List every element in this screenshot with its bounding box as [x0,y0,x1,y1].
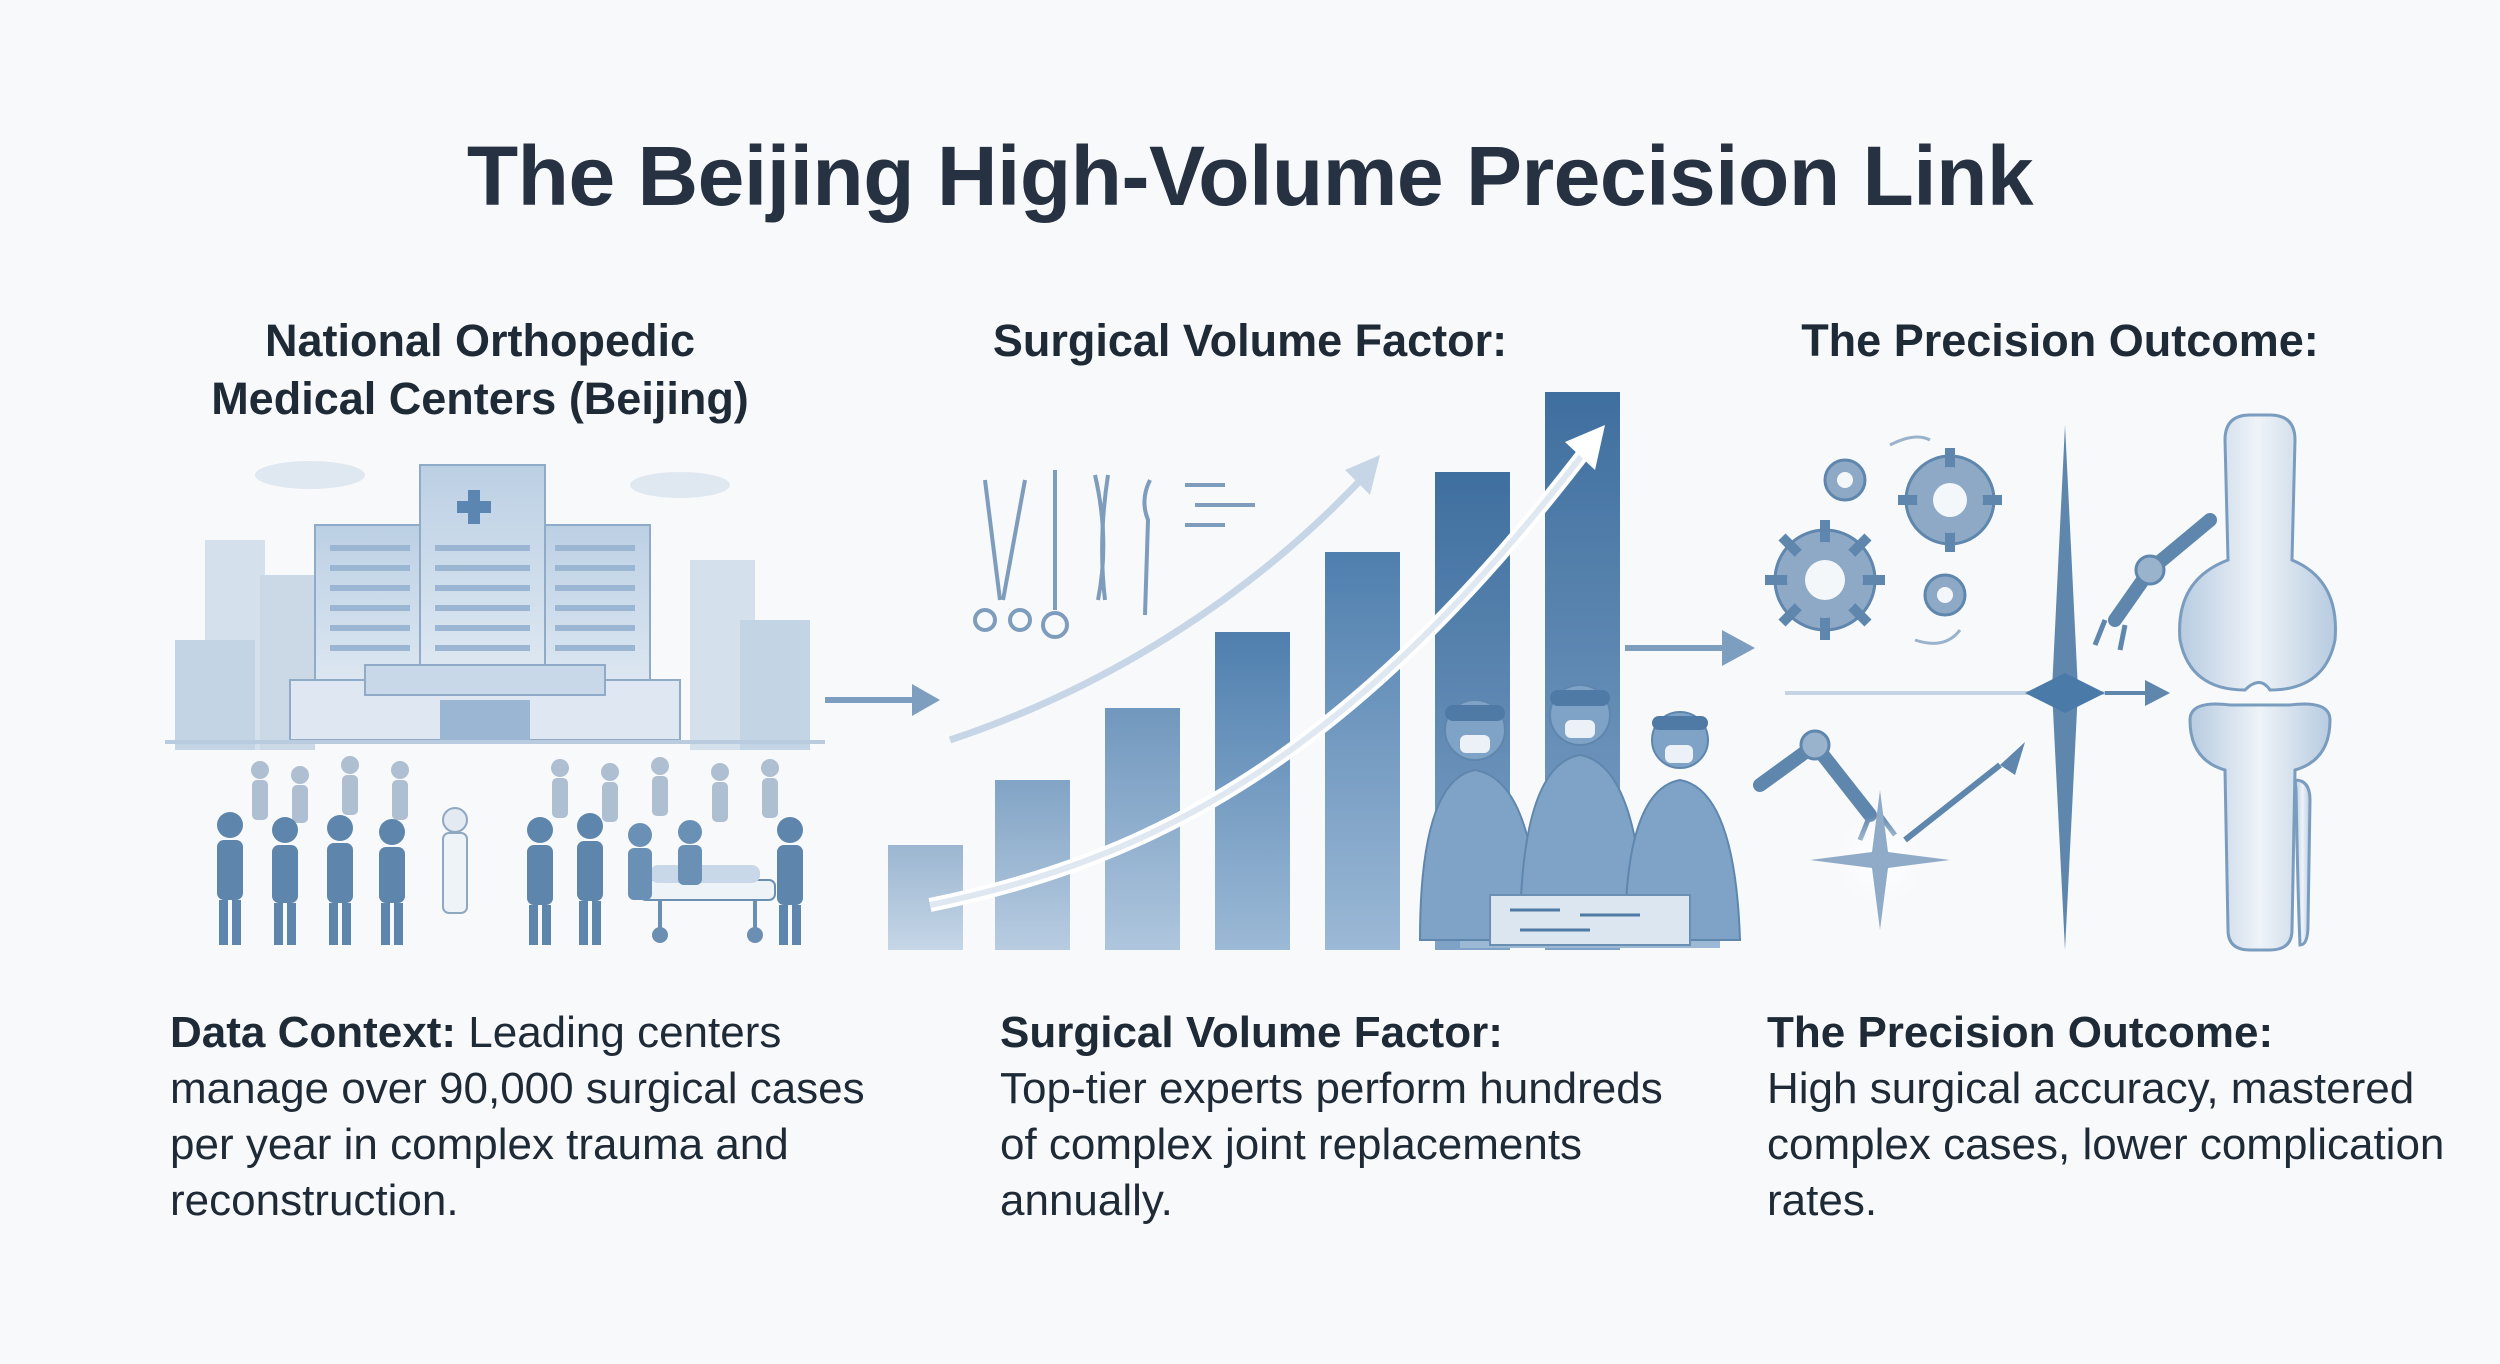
description-centers: Data Context: Leading centers manage ove… [170,1005,870,1229]
column-heading-centers: National Orthopedic Medical Centers (Bei… [160,312,800,428]
description-volume: Surgical Volume Factor: Top-tier experts … [1000,1005,1700,1229]
column-heading-volume: Surgical Volume Factor: [992,315,1508,366]
description-text: Leading centers manage over 90,000 surgi… [170,1008,865,1225]
column-heading-outcome: The Precision Outcome: [1801,315,2319,366]
rising-bar-chart-surgeons-illustration [888,392,1742,950]
description-label: The Precision Outcome: [1767,1008,2274,1057]
flow-arrow-2 [1625,630,1755,666]
description-text: Top-tier experts perform hundreds of com… [1000,1064,1663,1225]
flow-arrow-1 [825,684,940,716]
heading-line-2: Medical Centers (Beijing) [211,373,749,424]
gears-robot-knee-joint-illustration [1753,413,2337,952]
description-label: Data Context: [170,1008,457,1057]
description-outcome: The Precision Outcome: High surgical accu… [1767,1005,2467,1229]
hospital-crowd-illustration [165,461,825,945]
description-text: High surgical accuracy, mastered complex… [1767,1064,2445,1225]
heading-line-1: National Orthopedic [264,315,696,366]
description-label: Surgical Volume Factor: [1000,1008,1503,1057]
surgeons-group [1418,684,1742,948]
page-title: The Beijing High-Volume Precision Link [466,129,2034,223]
